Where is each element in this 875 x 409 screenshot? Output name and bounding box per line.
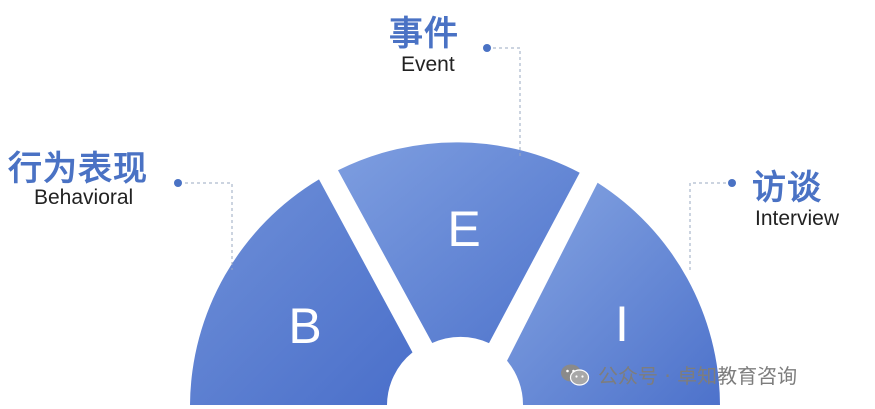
connector-dot-behavioral: [174, 179, 182, 187]
connector-dot-event: [483, 44, 491, 52]
label-interview-en: Interview: [755, 207, 840, 230]
label-behavioral-zh: 行为表现: [8, 149, 148, 189]
segment-letter-e: E: [447, 201, 480, 257]
segment-interview: [507, 182, 720, 405]
connector-behavioral: [185, 182, 233, 270]
wechat-icon: [561, 364, 590, 386]
segment-letter-b: B: [288, 298, 321, 354]
label-interview-zh: 访谈: [752, 168, 822, 208]
watermark-text: 公众号 · 卓知教育咨询: [598, 364, 798, 388]
segment-behavioral: [190, 179, 413, 405]
segment-letter-i: I: [615, 296, 629, 352]
connector-dot-interview: [728, 179, 736, 187]
connector-interview: [689, 182, 726, 270]
watermark: 公众号 · 卓知教育咨询: [560, 360, 797, 389]
label-behavioral-en: Behavioral: [34, 186, 134, 209]
label-event-zh: 事件: [389, 14, 459, 54]
label-event-en: Event: [401, 53, 455, 76]
connector-event: [493, 47, 521, 156]
segment-event: [338, 142, 580, 344]
